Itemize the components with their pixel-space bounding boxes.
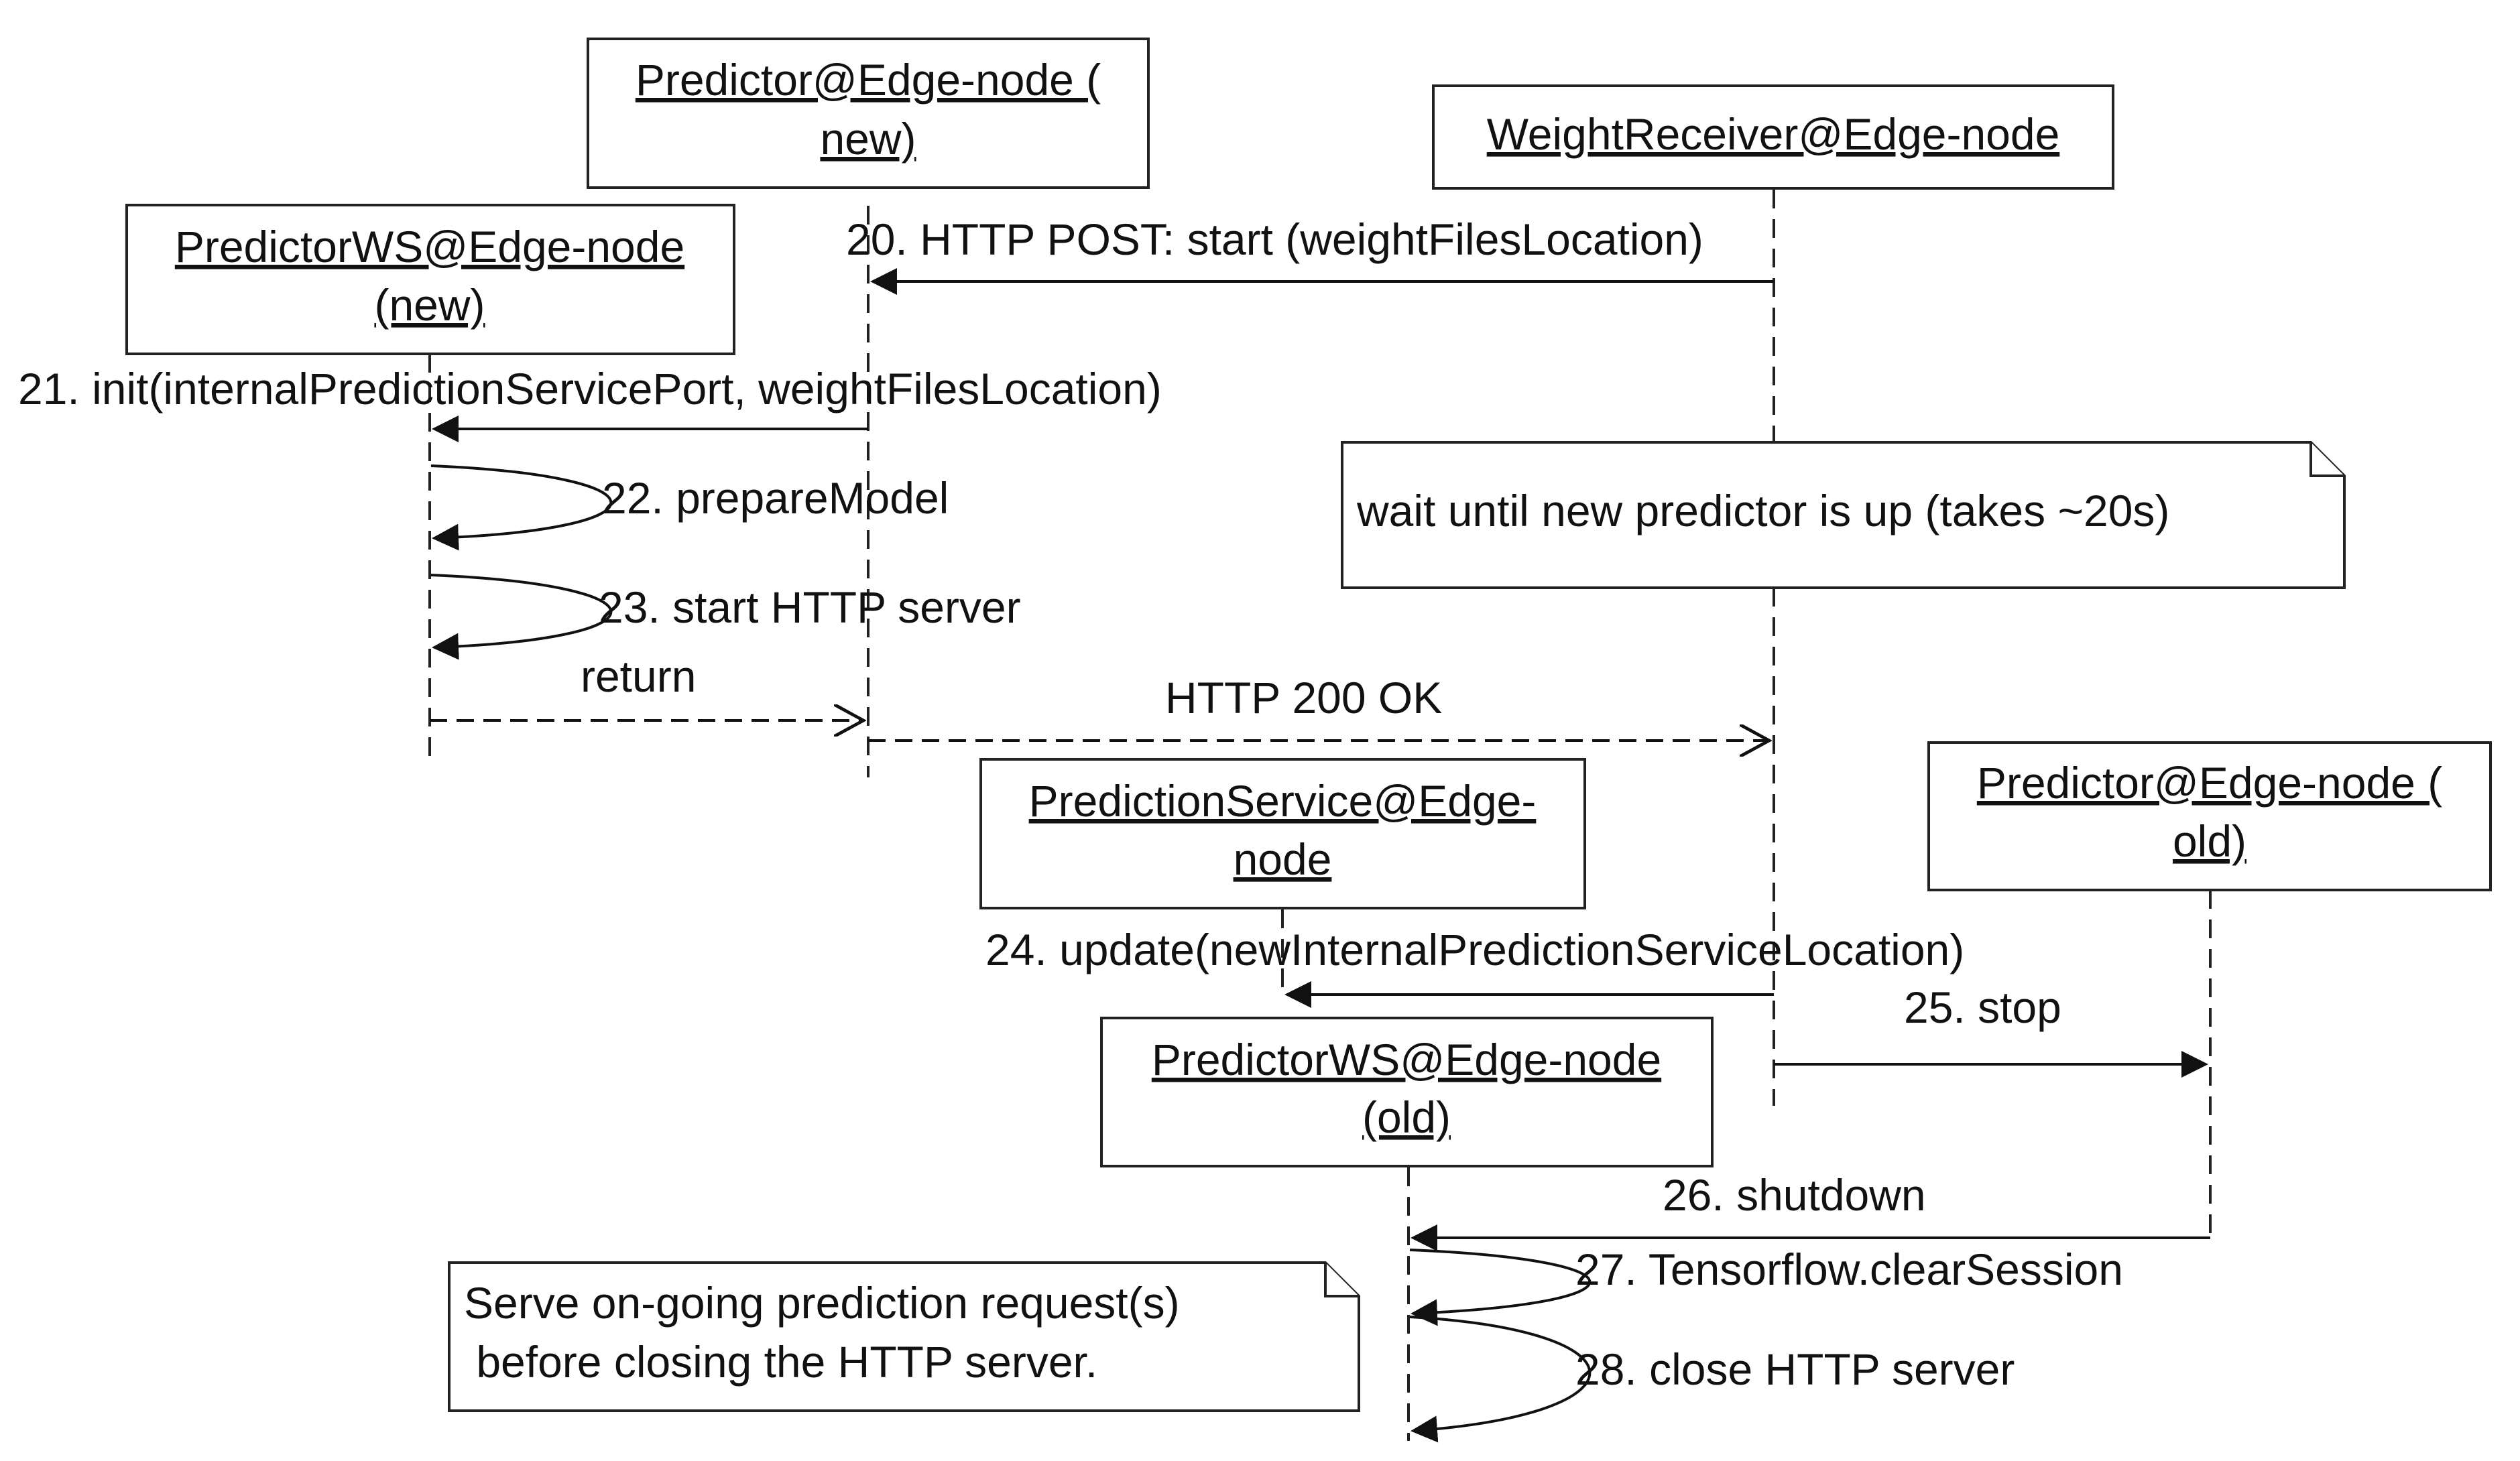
object-predictorws-old-line2: (old): [1362, 1092, 1451, 1142]
message-23-selfcall: [430, 574, 613, 660]
object-predictor-old: Predictor@Edge-node ( old): [1927, 741, 2492, 891]
message-22-label: 22. prepareModel: [602, 473, 949, 523]
note-serve: Serve on-going prediction request(s) bef…: [448, 1261, 1360, 1412]
message-26-label: 26. shutdown: [1663, 1170, 1926, 1220]
object-predictor-new-line1: Predictor@Edge-node (: [636, 55, 1101, 105]
message-25-label: 25. stop: [1904, 982, 2061, 1032]
object-predictorws-old-line1: PredictorWS@Edge-node: [1152, 1035, 1661, 1084]
note-serve-line2: before closing the HTTP server.: [464, 1337, 1097, 1387]
object-weight-receiver: WeightReceiver@Edge-node: [1432, 84, 2114, 190]
message-21-label: 21. init(internalPredictionServicePort, …: [18, 364, 1162, 414]
object-predictorws-new: PredictorWS@Edge-node (new): [125, 204, 735, 355]
note-wait: wait until new predictor is up (takes ~2…: [1341, 441, 2346, 589]
object-predictorws-new-line2: (new): [374, 280, 485, 330]
note-serve-line1: Serve on-going prediction request(s): [464, 1278, 1180, 1328]
object-predictorws-old: PredictorWS@Edge-node (old): [1100, 1017, 1714, 1167]
message-24-label: 24. update(newInternalPredictionServiceL…: [985, 925, 1964, 974]
message-return-label: return: [581, 651, 696, 701]
message-27-label: 27. Tensorflow.clearSession: [1575, 1245, 2123, 1294]
message-20-label: 20. HTTP POST: start (weightFilesLocatio…: [846, 214, 1703, 264]
message-28-label: 28. close HTTP server: [1575, 1344, 2015, 1394]
message-28-selfcall: [1409, 1316, 1592, 1443]
message-22-selfcall: [430, 464, 613, 551]
message-ok-label: HTTP 200 OK: [1165, 673, 1442, 722]
object-predictor-new: Predictor@Edge-node ( new): [587, 38, 1150, 189]
object-weight-receiver-label: WeightReceiver@Edge-node: [1487, 109, 2060, 159]
note-wait-text: wait until new predictor is up (takes ~2…: [1356, 486, 2169, 535]
object-predictorws-new-line1: PredictorWS@Edge-node: [175, 222, 684, 271]
message-27-selfcall: [1409, 1249, 1592, 1326]
object-prediction-service: PredictionService@Edge- node: [979, 758, 1586, 909]
object-predictor-new-line2: new): [820, 114, 916, 164]
object-prediction-service-line1: PredictionService@Edge-: [1029, 776, 1537, 826]
message-23-label: 23. start HTTP server: [599, 582, 1021, 632]
object-predictor-old-line2: old): [2173, 816, 2246, 866]
object-predictor-old-line1: Predictor@Edge-node (: [1977, 758, 2442, 808]
object-prediction-service-line2: node: [1234, 834, 1332, 884]
